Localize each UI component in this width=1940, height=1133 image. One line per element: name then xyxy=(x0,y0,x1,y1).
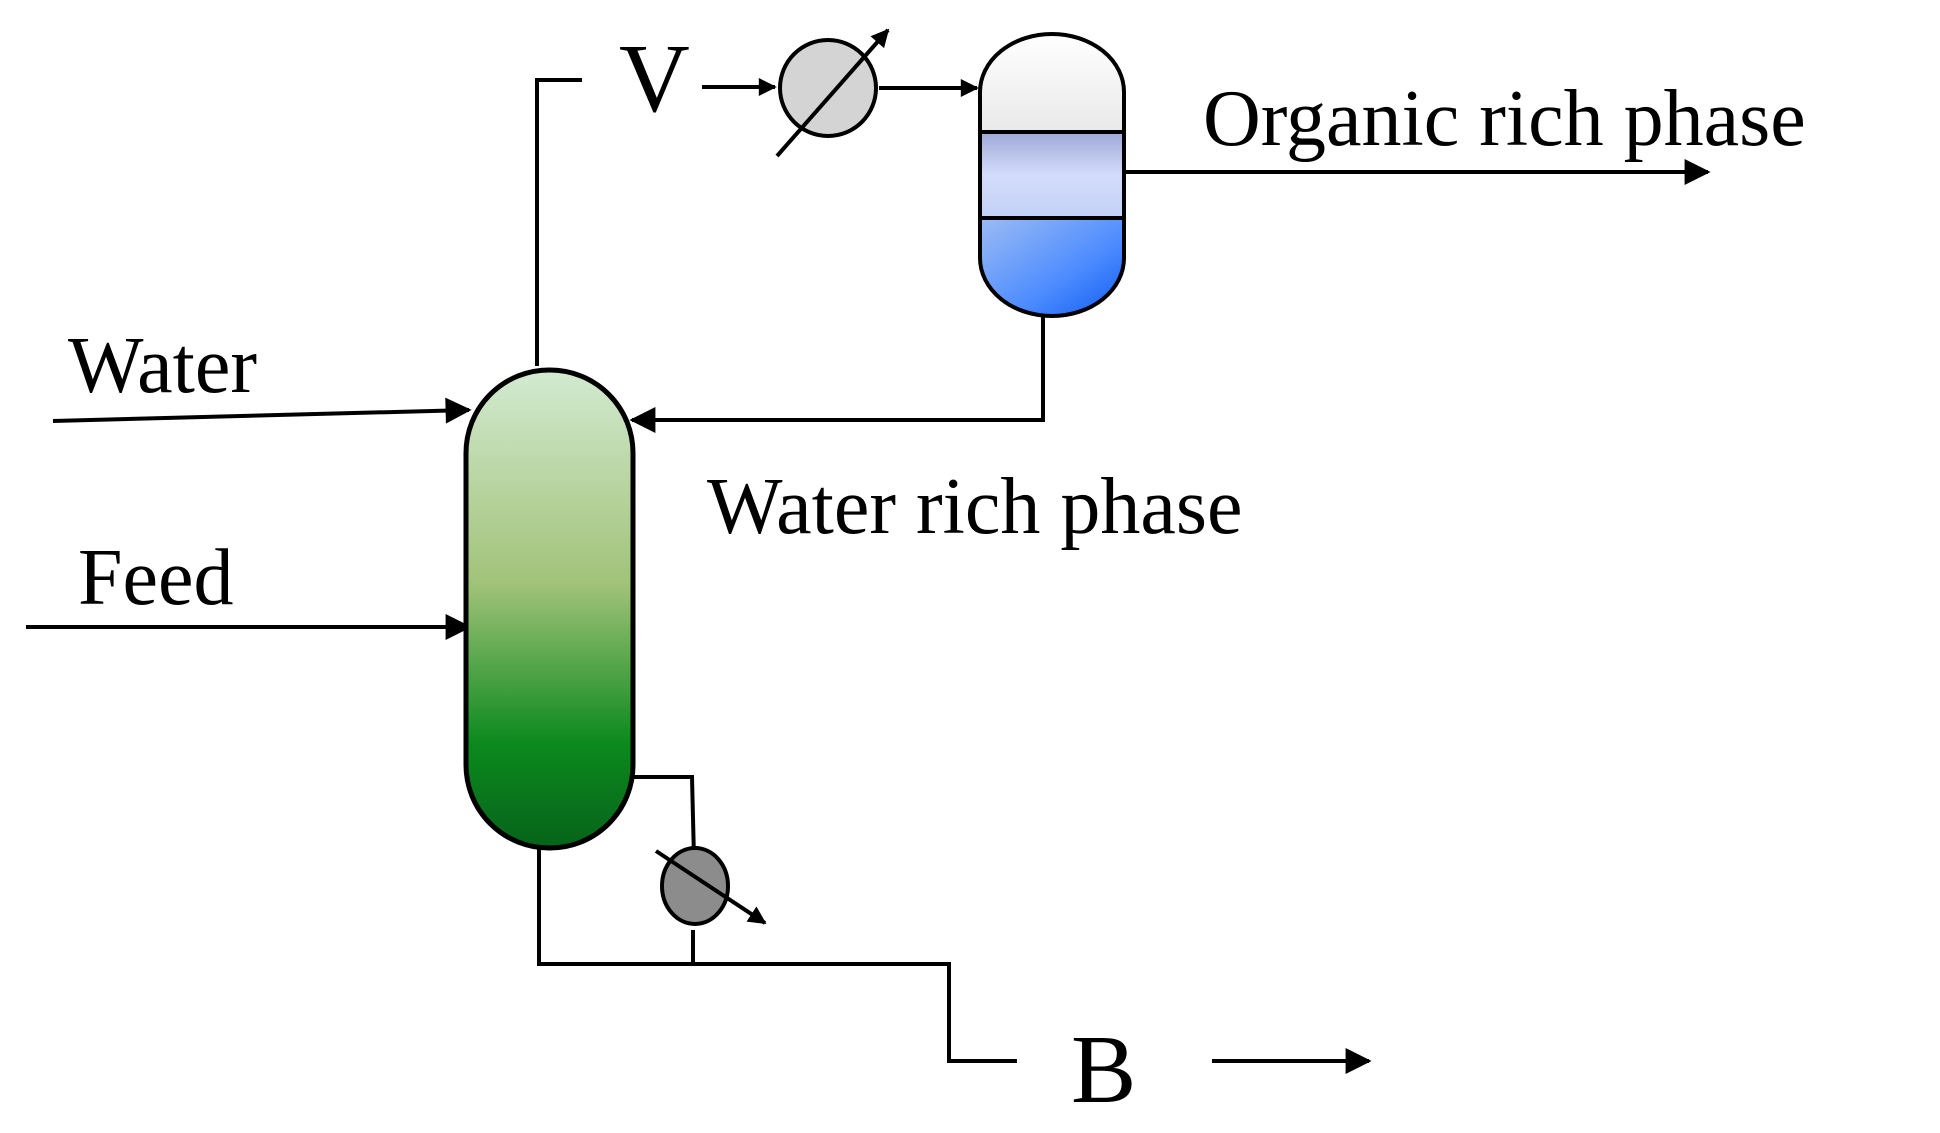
bottoms-label: B xyxy=(1071,1016,1136,1124)
condenser-icon xyxy=(778,38,878,138)
decanter-vapor-space xyxy=(978,32,1126,134)
water-phase-reflux-line xyxy=(629,316,1045,433)
vapor-label: V xyxy=(619,25,690,133)
water-inlet-label: Water xyxy=(68,322,257,410)
decanter xyxy=(978,32,1126,318)
organic-phase-label: Organic rich phase xyxy=(1203,75,1806,163)
reboiler-draw-line xyxy=(633,775,696,860)
water-phase-label: Water rich phase xyxy=(707,463,1243,551)
condenser xyxy=(775,28,890,158)
bottoms-line xyxy=(537,848,1017,1063)
vapor-line xyxy=(535,78,582,366)
decanter-water-layer xyxy=(978,216,1126,318)
decanter-organic-layer xyxy=(978,130,1126,220)
water-inlet-stream xyxy=(52,397,472,424)
distillation-column xyxy=(463,367,636,851)
feed-label: Feed xyxy=(78,534,234,622)
reboiler xyxy=(654,846,767,926)
